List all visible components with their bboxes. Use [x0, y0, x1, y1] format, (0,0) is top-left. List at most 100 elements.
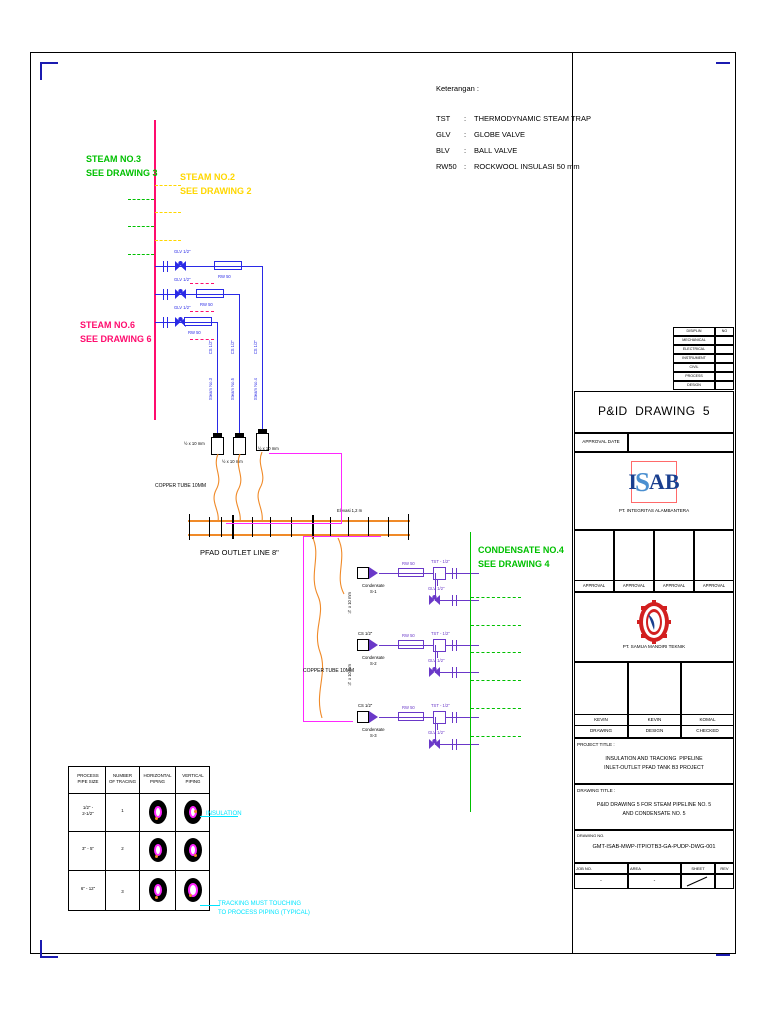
steam-branch-3-riser-size: CS 1/2" — [208, 340, 213, 355]
steam-distributor-2-cap — [235, 433, 244, 437]
tracing-riser-upper — [341, 453, 343, 524]
condensate-1-collector — [357, 567, 369, 579]
drawing-no-value: GMT-ISAB-MWP-ITPIOTB3-GA-PUDP-DWG-001 — [592, 844, 716, 850]
legend-code-blv: BLV — [436, 146, 450, 155]
footer-header-rev: REV — [720, 866, 729, 871]
discipline-electrical: ELECTRICAL — [682, 347, 706, 351]
table-row-2-vertical-section — [184, 838, 202, 862]
table-header-vertical: VERTICAL PIPING — [182, 773, 204, 784]
steam-dash-green-2 — [128, 226, 154, 227]
steam-dash-red-2 — [190, 311, 214, 312]
condensate-3-line — [379, 717, 479, 719]
discipline-process: PROCESS — [685, 374, 703, 378]
condensate-1-drop-size: ½ x 10 mm — [347, 592, 352, 615]
sign-role-drawing: DRAWING — [589, 728, 613, 733]
condensate-2-line — [379, 645, 479, 647]
corner-mark-top-left — [40, 62, 58, 80]
sign-role-design: DESIGN — [645, 728, 664, 733]
condensate-dash-3 — [471, 652, 521, 653]
pfad-support-1 — [209, 517, 211, 537]
legend-desc-glv: GLOBE VALVE — [474, 130, 525, 139]
condensate-dash-2 — [471, 625, 521, 626]
pfad-support-5 — [270, 517, 272, 537]
pfad-support-6 — [291, 517, 293, 537]
discipline-instrument: INSTRUMENT — [682, 356, 706, 360]
steam-branch-3-riser-name: Steam No.3 — [208, 378, 213, 401]
steam-dash-yellow-2 — [155, 212, 181, 213]
steam-distributor-3-cap — [213, 433, 222, 437]
sheet-slash-icon — [686, 876, 708, 887]
steam-branch-2-riser — [239, 294, 241, 438]
discipline-header-label: DISIPLIN — [686, 329, 702, 333]
condensate-3-bypass-flange-b — [456, 739, 458, 750]
legend-desc-blv: BALL VALVE — [474, 146, 518, 155]
note-steam-no3: STEAM NO.3 SEE DRAWING 3 — [86, 154, 158, 178]
condensate-3-collector — [357, 711, 369, 723]
condensate-2-bypass-riser — [435, 645, 437, 673]
discipline-design: DESIGN — [687, 383, 701, 387]
steam-branch-2-globe-valve-icon — [175, 289, 186, 299]
steam-branch-1-line — [155, 266, 263, 268]
condensate-2-valve-label: GLV 1/2" — [428, 658, 445, 663]
steam-dash-yellow-3 — [155, 240, 181, 241]
footer-value-area: - — [653, 878, 656, 884]
steam-branch-2-flange-a — [163, 289, 165, 300]
table-header-horizontal: HORIZONTAL PIPING — [143, 773, 172, 784]
legend-sep-glv: : — [464, 130, 467, 139]
pfad-support-2 — [221, 517, 223, 537]
steam-branch-2-flange-b — [167, 289, 169, 300]
steam-branch-3-flange-a — [163, 317, 165, 328]
condensate-3-valve-label: GLV 1/2" — [428, 730, 445, 735]
drawing-title-label: DRAWING TITLE : — [577, 788, 616, 793]
tracing-top-run — [269, 453, 342, 455]
samua-company-logo — [637, 600, 671, 644]
pfad-support-7 — [312, 515, 315, 539]
condensate-3-arrow-icon — [369, 711, 378, 723]
condensate-3-flange-a — [452, 712, 454, 723]
steam-branch-2-riser-name: Steam No.5 — [230, 378, 235, 401]
steam-branch-1-globe-valve-icon — [175, 261, 186, 271]
steam-branch-1-insulation-symbol — [214, 261, 242, 270]
pfad-support-9 — [348, 517, 350, 537]
pfad-line-end-left — [189, 514, 191, 540]
legend-desc-rw50: ROCKWOOL INSULASI 50 mm — [474, 162, 580, 171]
condensate-2-insulation-symbol — [398, 640, 424, 649]
condensate-2-insulation-label: RW 50 — [402, 633, 415, 638]
condensate-2-flange-a — [452, 640, 454, 651]
steam-branch-1-flange-a — [163, 261, 165, 272]
label-pfad-outlet-line: PFAD OUTLET LINE 8" — [200, 548, 279, 557]
table-row-1-horizontal-section — [149, 800, 167, 824]
isab-company-logo: I S A B — [628, 461, 680, 503]
tracing-downcomer — [303, 536, 305, 722]
corner-mark-bottom-right — [716, 954, 730, 956]
footer-value-job-no: - — [600, 878, 602, 884]
sheet-border — [30, 52, 736, 954]
steam-branch-3-riser — [217, 322, 219, 438]
condensate-2-trap-label: TST - 1/2" — [431, 631, 450, 636]
drawing-title-value: P&ID DRAWING 5 FOR STEAM PIPELINE NO. 5 … — [596, 802, 712, 817]
leader-line-tracking — [200, 905, 220, 907]
steam-header-pipe — [154, 120, 156, 420]
steam-branch-1-riser-size: CS 1/2" — [253, 340, 258, 355]
pfad-support-10 — [368, 517, 370, 537]
condensate-1-valve-label: GLV 1/2" — [428, 586, 445, 591]
condensate-3-flange-b — [456, 712, 458, 723]
condensate-2-drop-size: ½ x 10 mm — [347, 664, 352, 687]
steam-dash-red-1 — [190, 283, 214, 284]
steam-branch-2-valve-label: GLV 1/2" — [174, 277, 191, 282]
legend-code-rw50: RW50 — [436, 162, 457, 171]
tube-size-label-2: ½ x 10 mm — [222, 459, 243, 464]
steam-distributor-1-cap — [258, 429, 267, 433]
condensate-1-flange-a — [452, 568, 454, 579]
note-steam-no2: STEAM NO.2 SEE DRAWING 2 — [180, 172, 252, 196]
steam-branch-1-insulation-label: RW 50 — [218, 274, 231, 279]
condensate-1-flange-b — [456, 568, 458, 579]
steam-branch-3-insulation-symbol — [184, 317, 212, 326]
condensate-3-size: CS 1/2" — [358, 703, 373, 708]
pfad-support-11 — [388, 517, 390, 537]
condensate-2-tag: Condensate S-2 — [362, 655, 385, 666]
condensate-1-insulation-label: RW 50 — [402, 561, 415, 566]
steam-branch-2-riser-size: CS 1/2" — [230, 340, 235, 355]
table-row-2-tracing: 2 — [121, 846, 124, 851]
drawing-no-label: DRAWING NO. — [577, 833, 605, 838]
